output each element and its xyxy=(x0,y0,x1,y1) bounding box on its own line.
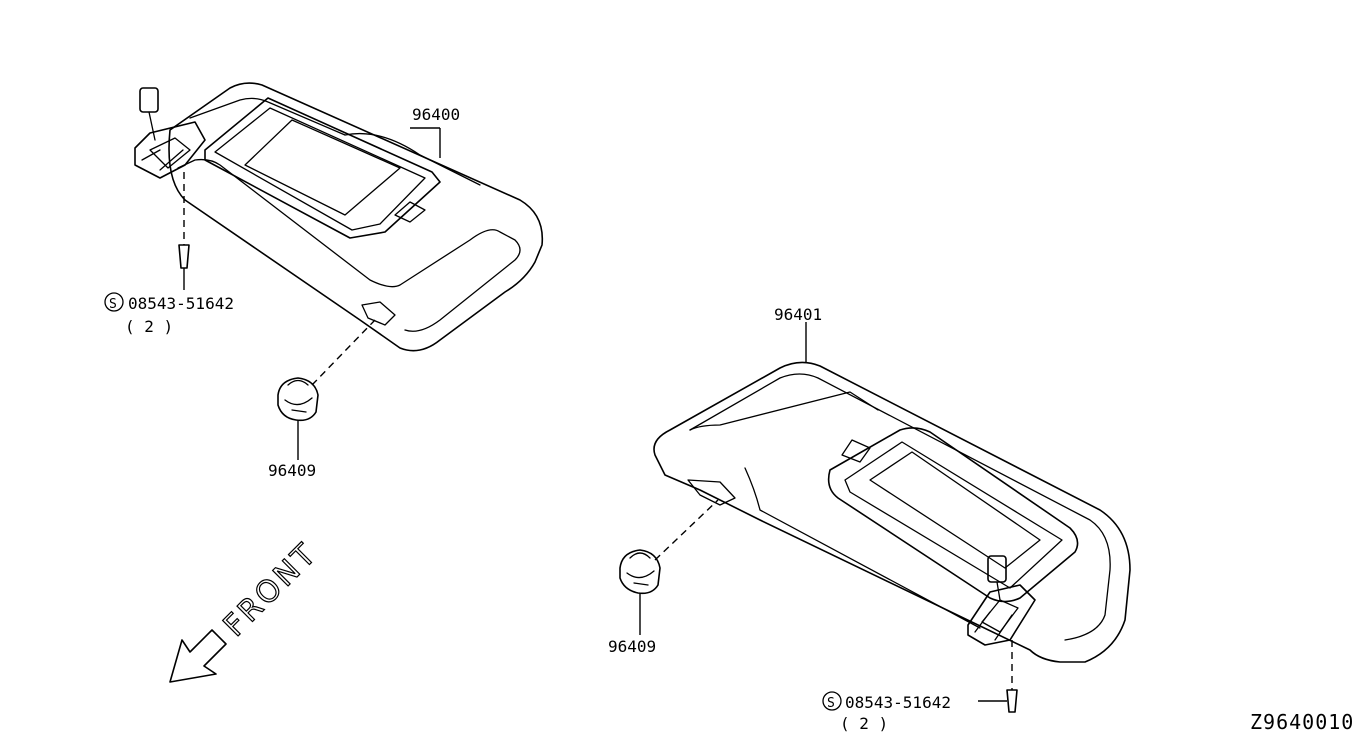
front-label: FRONT xyxy=(217,536,325,644)
screw-left[interactable] xyxy=(178,172,190,290)
standard-part-symbol: S xyxy=(109,297,117,312)
screw-label-right[interactable]: S 08543-51642 ( 2 ) xyxy=(822,691,951,733)
screw-qty-right: ( 2 ) xyxy=(840,714,888,733)
sun-visor-right[interactable] xyxy=(653,361,1131,663)
screw-part-no-left: 08543-51642 xyxy=(128,294,234,313)
part-no-96409-left: 96409 xyxy=(268,461,316,480)
drawing-code: Z9640010 xyxy=(1250,710,1354,734)
sun-visor-left[interactable] xyxy=(134,82,544,352)
front-arrow-icon xyxy=(169,629,227,683)
standard-part-symbol: S xyxy=(827,696,835,711)
part-no-96401[interactable]: 96401 xyxy=(774,305,822,324)
screw-right[interactable] xyxy=(978,640,1018,713)
visor-holder-right[interactable]: 96409 xyxy=(608,499,719,656)
screw-qty-left: ( 2 ) xyxy=(125,317,173,336)
front-direction-indicator: FRONT xyxy=(169,535,325,683)
part-no-96400[interactable]: 96400 xyxy=(412,105,460,124)
screw-label-left[interactable]: S 08543-51642 ( 2 ) xyxy=(104,292,234,336)
part-no-96409-right: 96409 xyxy=(608,637,656,656)
screw-part-no-right: 08543-51642 xyxy=(845,693,951,712)
visor-holder-left[interactable]: 96409 xyxy=(268,319,376,480)
